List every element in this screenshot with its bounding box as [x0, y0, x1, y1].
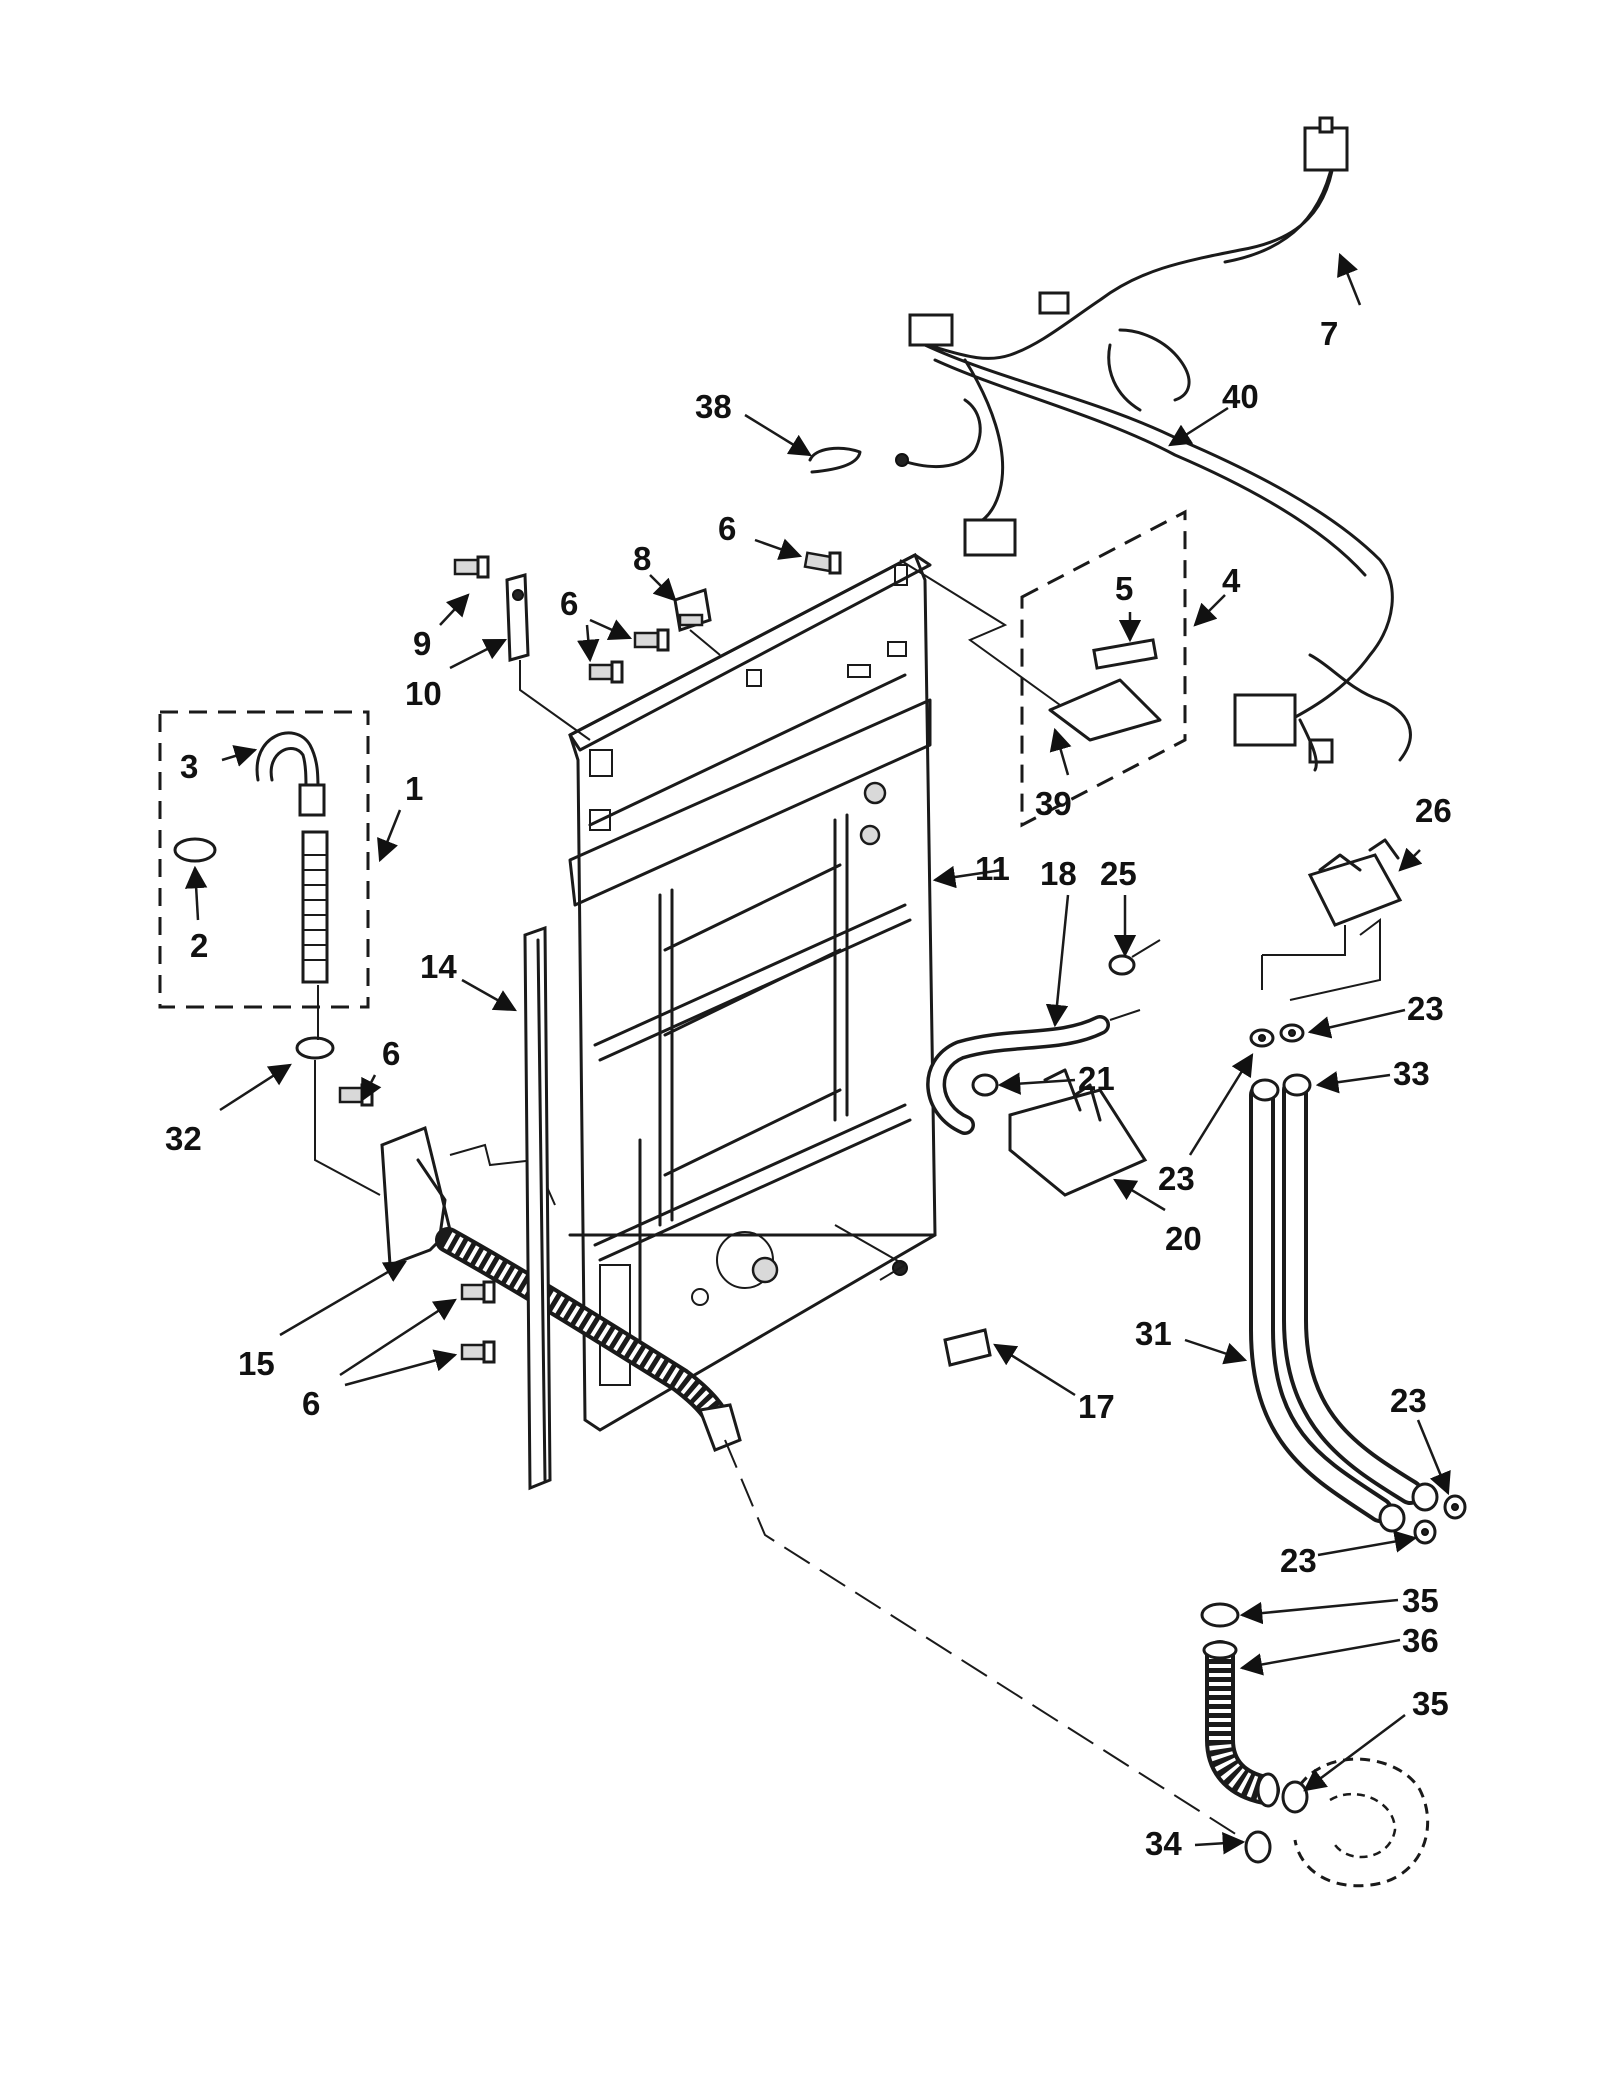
foam-pad	[1092, 638, 1158, 670]
callout-38: 38	[695, 388, 732, 425]
callout-14: 14	[420, 948, 457, 985]
callout-33: 33	[1393, 1055, 1430, 1092]
callout-labels: 7 40 38 6 8 4 5 9 6 10 3 1 2 39 26 11 18…	[165, 315, 1452, 1862]
screw	[803, 551, 842, 575]
callout-31: 31	[1135, 1315, 1172, 1352]
callout-17: 17	[1078, 1388, 1115, 1425]
leader-lines	[184, 252, 1451, 1855]
harness-connector	[963, 518, 1017, 557]
harness-connector	[908, 313, 954, 347]
callout-23: 23	[1390, 1382, 1427, 1419]
callout-11: 11	[975, 850, 1010, 887]
callout-7: 7	[1320, 315, 1338, 352]
cable-clip	[943, 1328, 992, 1367]
callout-10: 10	[405, 675, 442, 712]
hose-extension	[301, 830, 329, 984]
callout-35: 35	[1402, 1582, 1439, 1619]
callout-20: 20	[1165, 1220, 1202, 1257]
rear-panel	[568, 552, 937, 1432]
hose-clamp	[1108, 954, 1136, 976]
callout-34: 34	[1145, 1825, 1182, 1862]
callout-5: 5	[1115, 570, 1133, 607]
washer	[1249, 1028, 1275, 1048]
hose-clamp	[1200, 1602, 1240, 1628]
hose-clamp	[1244, 1830, 1272, 1864]
washer	[1413, 1519, 1437, 1545]
callout-2: 2	[190, 927, 208, 964]
screw	[453, 555, 490, 579]
callout-36: 36	[1402, 1622, 1439, 1659]
hose-clamp	[173, 837, 217, 863]
callout-23: 23	[1407, 990, 1444, 1027]
drain-hose-hook	[255, 731, 320, 792]
water-inlet-valve	[1307, 853, 1403, 927]
drain-path-line	[724, 1439, 1246, 1841]
control-bracket	[1048, 678, 1162, 742]
wire-clip	[808, 446, 862, 474]
callout-25: 25	[1100, 855, 1137, 892]
callout-6: 6	[560, 585, 578, 622]
pump-outline	[1293, 1757, 1430, 1888]
callout-9: 9	[413, 625, 431, 662]
callout-4: 4	[1222, 562, 1241, 599]
callout-23: 23	[1280, 1542, 1317, 1579]
screw	[460, 1340, 496, 1364]
bleach-dispenser	[1008, 1088, 1148, 1197]
callout-15: 15	[238, 1345, 275, 1382]
washer	[1443, 1494, 1467, 1520]
callout-32: 32	[165, 1120, 202, 1157]
screw	[460, 1280, 496, 1304]
drain-hose-connector	[1202, 1640, 1280, 1808]
callout-6: 6	[382, 1035, 400, 1072]
hose-kit-group-box	[158, 710, 370, 1009]
hose-clamp	[1281, 1780, 1309, 1814]
callout-3: 3	[180, 748, 198, 785]
drain-hose	[435, 1227, 742, 1452]
callout-18: 18	[1040, 855, 1077, 892]
hose-clamp	[971, 1073, 999, 1097]
callout-21: 21	[1078, 1060, 1115, 1097]
callout-6: 6	[302, 1385, 320, 1422]
callout-39: 39	[1035, 785, 1072, 822]
screw	[633, 628, 670, 652]
hose-clamp	[295, 1036, 335, 1060]
bracket-group-box	[1020, 509, 1187, 828]
callout-26: 26	[1415, 792, 1452, 829]
callout-23: 23	[1158, 1160, 1195, 1197]
callout-35: 35	[1412, 1685, 1449, 1722]
harness-connector	[1233, 693, 1297, 747]
power-plug	[1303, 126, 1349, 172]
callout-8: 8	[633, 540, 651, 577]
hinge-bracket	[505, 573, 530, 662]
washer	[1279, 1023, 1305, 1043]
fill-hose-pair	[1249, 1073, 1439, 1533]
callout-1: 1	[405, 770, 423, 807]
callout-6: 6	[718, 510, 736, 547]
screw	[588, 660, 624, 684]
callout-40: 40	[1222, 378, 1259, 415]
wiring-harness	[895, 116, 1412, 772]
